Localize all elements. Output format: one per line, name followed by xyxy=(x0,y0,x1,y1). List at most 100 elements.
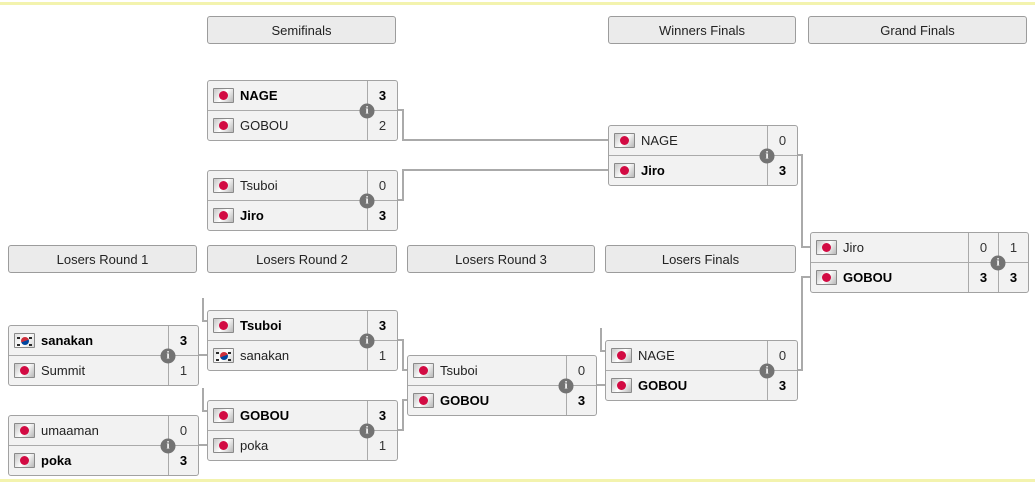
connector-line xyxy=(801,246,810,248)
header-semifinals: Semifinals xyxy=(207,16,396,44)
player-name[interactable]: Tsuboi xyxy=(440,363,478,378)
player-name[interactable]: NAGE xyxy=(240,88,278,103)
score-cell: 3 xyxy=(168,326,198,355)
player-row: poka 3 xyxy=(9,445,198,475)
player-row: poka 1 xyxy=(208,430,397,460)
japan-flag-icon xyxy=(611,348,632,363)
score-cell: 2 xyxy=(367,111,397,140)
score-cell: 0 xyxy=(767,341,797,370)
player-name[interactable]: GOBOU xyxy=(843,270,893,285)
connector-line xyxy=(801,276,810,278)
info-icon[interactable]: i xyxy=(160,348,176,363)
south-korea-flag-icon xyxy=(213,348,234,363)
player-name[interactable]: poka xyxy=(41,453,72,468)
dropdown-connector-line xyxy=(202,410,207,412)
score-cell-set2: 3 xyxy=(998,263,1028,292)
connector-line xyxy=(801,154,803,248)
info-icon[interactable]: i xyxy=(359,333,375,348)
japan-flag-icon xyxy=(413,363,434,378)
japan-flag-icon xyxy=(213,118,234,133)
score-cell: 3 xyxy=(367,311,397,340)
player-name[interactable]: Tsuboi xyxy=(240,318,282,333)
match-winners-finals: NAGE 0 Jiro 3 i xyxy=(608,125,798,186)
info-icon[interactable]: i xyxy=(990,255,1006,270)
player-name[interactable]: umaaman xyxy=(41,423,99,438)
player-row: Jiro 3 xyxy=(609,155,797,185)
connector-line xyxy=(396,339,404,341)
header-losers-finals: Losers Finals xyxy=(605,245,796,273)
japan-flag-icon xyxy=(213,408,234,423)
player-row: Tsuboi 3 xyxy=(208,311,397,340)
connector-line xyxy=(402,169,404,201)
score-cell: 0 xyxy=(767,126,797,155)
player-name[interactable]: GOBOU xyxy=(440,393,490,408)
score-cell: 3 xyxy=(168,446,198,475)
dropdown-connector-line xyxy=(202,298,204,322)
player-row: sanakan 1 xyxy=(208,340,397,370)
connector-line xyxy=(396,429,404,431)
dropdown-connector-line xyxy=(600,350,605,352)
player-row: Tsuboi 0 xyxy=(208,171,397,200)
player-name[interactable]: sanakan xyxy=(41,333,94,348)
connector-line xyxy=(801,276,803,371)
japan-flag-icon xyxy=(14,453,35,468)
connector-line xyxy=(197,444,207,446)
score-cell: 0 xyxy=(367,171,397,200)
player-name[interactable]: Jiro xyxy=(240,208,264,223)
connector-line xyxy=(396,109,404,111)
player-name[interactable]: Jiro xyxy=(641,163,665,178)
player-row: sanakan 3 xyxy=(9,326,198,355)
player-name[interactable]: GOBOU xyxy=(240,118,289,133)
connector-line xyxy=(402,369,407,371)
info-icon[interactable]: i xyxy=(359,193,375,208)
japan-flag-icon xyxy=(614,133,635,148)
player-row: NAGE 3 xyxy=(208,81,397,110)
player-name[interactable]: GOBOU xyxy=(240,408,290,423)
score-cell: 0 xyxy=(566,356,596,385)
info-icon[interactable]: i xyxy=(759,363,775,378)
info-icon[interactable]: i xyxy=(160,438,176,453)
japan-flag-icon xyxy=(14,363,35,378)
match-losers-round1-1: sanakan 3 Summit 1 i xyxy=(8,325,199,386)
score-cell: 3 xyxy=(767,371,797,400)
player-row: GOBOU 3 3 xyxy=(811,262,1028,292)
header-grand-finals: Grand Finals xyxy=(808,16,1027,44)
player-row: GOBOU 3 xyxy=(606,370,797,400)
player-name[interactable]: NAGE xyxy=(641,133,678,148)
match-semifinal-1: NAGE 3 GOBOU 2 i xyxy=(207,80,398,141)
japan-flag-icon xyxy=(614,163,635,178)
player-row: Jiro 3 xyxy=(208,200,397,230)
player-row: NAGE 0 xyxy=(606,341,797,370)
japan-flag-icon xyxy=(14,423,35,438)
player-name[interactable]: Jiro xyxy=(843,240,864,255)
player-name[interactable]: NAGE xyxy=(638,348,675,363)
player-name[interactable]: poka xyxy=(240,438,269,453)
player-name[interactable]: sanakan xyxy=(240,348,290,363)
player-name[interactable]: Summit xyxy=(41,363,86,378)
player-row: GOBOU 2 xyxy=(208,110,397,140)
connector-line xyxy=(402,399,404,431)
match-semifinal-2: Tsuboi 0 Jiro 3 i xyxy=(207,170,398,231)
info-icon[interactable]: i xyxy=(759,148,775,163)
score-cell-set1: 3 xyxy=(968,263,998,292)
japan-flag-icon xyxy=(816,270,837,285)
player-row: GOBOU 3 xyxy=(208,401,397,430)
score-cell: 3 xyxy=(566,386,596,415)
info-icon[interactable]: i xyxy=(558,378,574,393)
info-icon[interactable]: i xyxy=(359,423,375,438)
header-winners-finals: Winners Finals xyxy=(608,16,796,44)
player-name[interactable]: GOBOU xyxy=(638,378,688,393)
player-name[interactable]: Tsuboi xyxy=(240,178,278,193)
score-cell: 1 xyxy=(367,341,397,370)
dropdown-connector-line xyxy=(600,328,602,352)
header-losers-round-1: Losers Round 1 xyxy=(8,245,197,273)
match-losers-round2-2: GOBOU 3 poka 1 i xyxy=(207,400,398,461)
south-korea-flag-icon xyxy=(14,333,35,348)
score-cell: 3 xyxy=(767,156,797,185)
score-cell: 3 xyxy=(367,81,397,110)
player-row: GOBOU 3 xyxy=(408,385,596,415)
info-icon[interactable]: i xyxy=(359,103,375,118)
score-cell: 1 xyxy=(168,356,198,385)
match-losers-round2-1: Tsuboi 3 sanakan 1 i xyxy=(207,310,398,371)
